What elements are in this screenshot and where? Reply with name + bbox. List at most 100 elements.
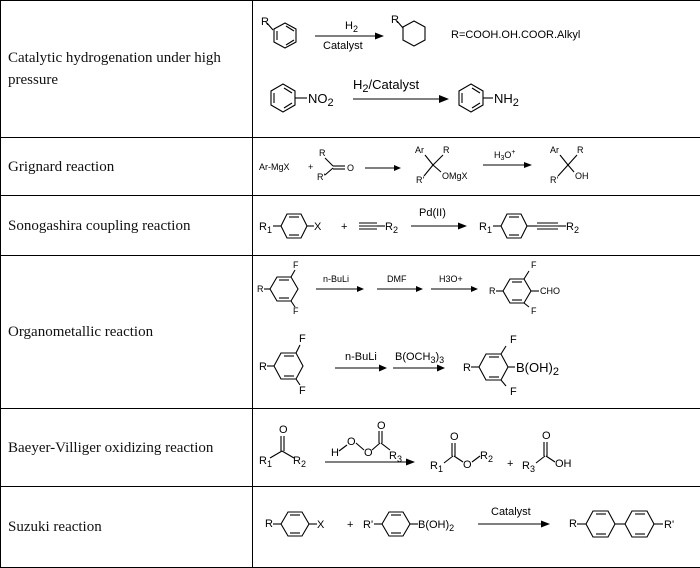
- rp-label: R': [363, 519, 373, 531]
- fluorine-label: F: [510, 386, 517, 398]
- x-label: X: [317, 519, 325, 531]
- table-row: Baeyer-Villiger oxidizing reaction O R1 …: [1, 409, 700, 487]
- oxygen-label: O: [542, 430, 551, 442]
- benzene-ring: [459, 84, 483, 112]
- suzuki-scheme: R X + R' B(OH)2 Catalyst R: [253, 487, 700, 567]
- r3-label: R3: [522, 460, 535, 474]
- fluorine-label: F: [293, 306, 299, 316]
- arrow-head: [541, 521, 550, 528]
- catalyst-label: Catalyst: [491, 506, 531, 518]
- bond: [270, 451, 282, 458]
- table-row: Suzuki reaction R X + R' B(OH)2 Catalyst: [1, 487, 700, 568]
- baeyer-villiger-scheme: O R1 R2 H O O O R3: [253, 409, 700, 486]
- reaction-name-cell: Baeyer-Villiger oxidizing reaction: [1, 409, 253, 487]
- arrow-head: [379, 365, 387, 372]
- plus-sign: +: [507, 458, 513, 470]
- reaction-name: Grignard reaction: [8, 159, 114, 175]
- benzene-ring: [382, 512, 410, 536]
- reaction-name-cell: Grignard reaction: [1, 138, 253, 196]
- plus-sign: +: [341, 221, 347, 233]
- table-row: Grignard reaction Ar-MgX + R R' O Ar R: [1, 138, 700, 196]
- ar-label: Ar: [550, 145, 559, 155]
- arrow-head: [406, 459, 415, 466]
- organometallic-scheme: F F R n-BuLi DMF H3O+ F: [253, 256, 700, 408]
- r-definition: R=COOH.OH.COOR.Alkyl: [451, 29, 580, 41]
- bond: [325, 158, 333, 166]
- arrow-head: [416, 286, 423, 292]
- benzene-ring: [586, 511, 615, 537]
- arrow-head: [357, 286, 364, 292]
- r2-label: R2: [293, 455, 306, 469]
- rp-label: R': [317, 172, 325, 182]
- aldehyde-label: CHO: [540, 286, 560, 296]
- h2-catalyst-label: H2/Catalyst: [353, 77, 419, 95]
- arrow-head: [471, 286, 478, 292]
- bond: [424, 165, 433, 176]
- catalyst-label: Catalyst: [323, 40, 363, 52]
- boc-label: B(OCH3)3: [395, 351, 444, 365]
- cyclohexane-ring: [403, 21, 425, 46]
- reaction-name: Catalytic hydrogenation under high press…: [8, 50, 221, 88]
- sonogashira-scheme: R1 X + R2 Pd(II) R1: [253, 196, 700, 255]
- bond: [291, 270, 295, 277]
- arrow-head: [437, 365, 445, 372]
- reaction-name-cell: Catalytic hydrogenation under high press…: [1, 1, 253, 138]
- catalyst-label: Pd(II): [419, 207, 446, 219]
- boronic-acid-label: B(OH)2: [418, 519, 454, 533]
- bond: [524, 271, 529, 279]
- omgx-label: OMgX: [442, 171, 468, 181]
- nitro-group: NO2: [308, 91, 334, 109]
- r-label: R: [569, 518, 577, 530]
- reaction-scheme-cell: R H2 Catalyst R R=COOH.OH.COOR.Alkyl: [253, 1, 700, 138]
- benzene-ring: [271, 84, 295, 112]
- x-label: X: [314, 221, 322, 233]
- hydrogen-label: H: [331, 447, 339, 459]
- bond: [296, 345, 300, 353]
- r1-label: R1: [259, 455, 272, 469]
- table-row: Organometallic reaction F F R n-BuLi DMF: [1, 256, 700, 409]
- nbuli-label: n-BuLi: [323, 274, 349, 284]
- r-label: R: [265, 518, 273, 530]
- bond: [501, 380, 506, 386]
- oh-label: OH: [555, 458, 572, 470]
- oxygen-label: O: [347, 163, 354, 173]
- fluorine-label: F: [531, 260, 537, 270]
- r-label: R: [443, 145, 450, 155]
- r1-label: R1: [430, 460, 443, 474]
- bond: [296, 379, 300, 385]
- bond: [356, 443, 364, 450]
- oxygen-label: O: [364, 447, 373, 459]
- oxygen-label: O: [450, 431, 459, 443]
- reaction-name-cell: Organometallic reaction: [1, 256, 253, 409]
- table-row: Catalytic hydrogenation under high press…: [1, 1, 700, 138]
- benzene-ring: [281, 214, 307, 238]
- r-label: R: [463, 362, 471, 374]
- r-label: R: [257, 284, 264, 294]
- bond: [524, 303, 529, 307]
- bond: [560, 155, 568, 165]
- arrow-head: [458, 223, 467, 230]
- bond: [325, 168, 333, 175]
- reaction-scheme-cell: F F R n-BuLi DMF H3O+ F: [253, 256, 700, 409]
- reaction-scheme-cell: R1 X + R2 Pd(II) R1: [253, 196, 700, 256]
- bond: [433, 155, 443, 165]
- amine-group: NH2: [494, 91, 519, 109]
- arrow-head: [375, 33, 384, 40]
- benzene-ring: [503, 279, 531, 303]
- grignard-reagent: Ar-MgX: [259, 162, 290, 172]
- dmf-label: DMF: [387, 274, 407, 284]
- bond: [558, 165, 568, 176]
- bond: [425, 155, 433, 165]
- r2-label: R2: [385, 221, 398, 235]
- bond: [472, 456, 480, 462]
- arrow-head: [524, 162, 532, 168]
- bond: [433, 165, 441, 172]
- bond: [381, 443, 390, 450]
- benzene-ring: [274, 353, 303, 379]
- oxygen-label: O: [279, 424, 288, 436]
- oxygen-label: O: [377, 420, 386, 432]
- bond: [568, 165, 574, 172]
- plus-sign: +: [347, 519, 353, 531]
- rp-label: R': [416, 175, 424, 185]
- bond: [568, 155, 577, 165]
